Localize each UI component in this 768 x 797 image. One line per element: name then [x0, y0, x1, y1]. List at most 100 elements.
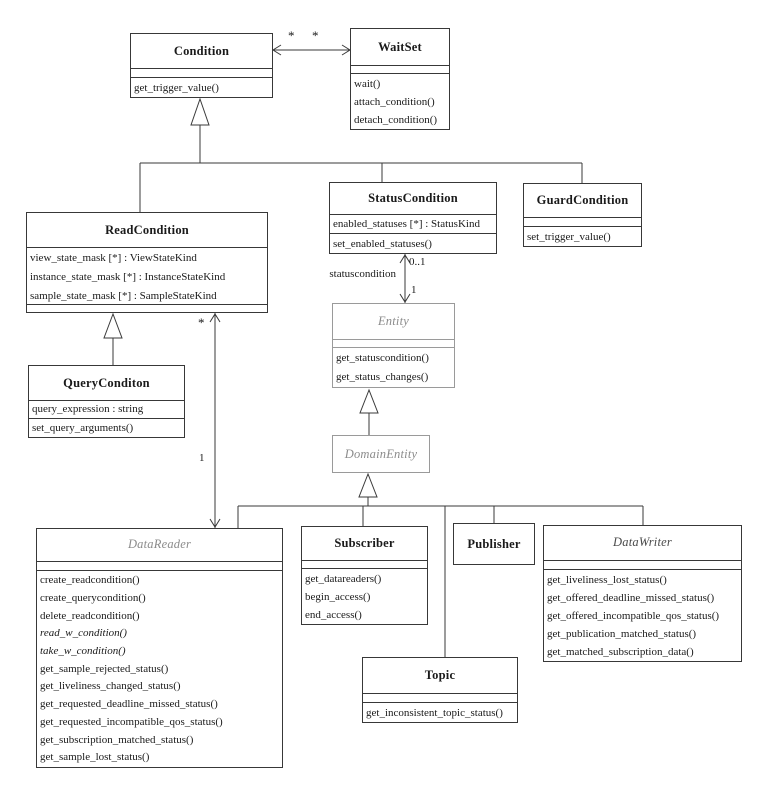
generalization-triangle-readcondition [103, 312, 123, 339]
operation: get_datareaders() [305, 573, 382, 585]
operations-compartment: get_trigger_value() [131, 77, 272, 97]
operation: wait() [354, 78, 381, 90]
class-topic: Topic get_inconsistent_topic_status() [362, 657, 518, 723]
attributes-compartment [333, 339, 454, 347]
class-name: DataWriter [613, 535, 672, 550]
operation: set_trigger_value() [527, 231, 611, 243]
multiplicity-label: 0..1 [409, 256, 426, 268]
operations-compartment: create_readcondition() create_querycondi… [37, 570, 282, 767]
multiplicity-label: 1 [411, 284, 417, 296]
multiplicity-label: * [198, 315, 205, 330]
class-waitset: WaitSet wait() attach_condition() detach… [350, 28, 450, 130]
association-role-label: statuscondition [329, 268, 396, 280]
attribute: sample_state_mask [*] : SampleStateKind [30, 290, 217, 302]
operation: attach_condition() [354, 96, 435, 108]
association-arrowhead-up [209, 313, 221, 323]
class-name: Topic [424, 668, 456, 682]
attributes-compartment: enabled_statuses [*] : StatusKind [330, 214, 496, 233]
operation: get_matched_subscription_data() [547, 646, 694, 658]
attributes-compartment [524, 217, 641, 226]
operation: get_publication_matched_status() [547, 628, 697, 640]
class-datareader: DataReader create_readcondition() create… [36, 528, 283, 768]
attribute: view_state_mask [*] : ViewStateKind [30, 252, 197, 264]
class-name: ReadCondition [105, 222, 189, 237]
domainentity-generalization-bus [237, 497, 644, 657]
attributes-compartment [37, 560, 282, 570]
attributes-compartment [131, 68, 272, 77]
operation: get_statuscondition() [336, 352, 429, 364]
operation: get_sample_lost_status() [40, 751, 150, 764]
operation: get_liveliness_changed_status() [40, 680, 181, 693]
attribute: query_expression : string [32, 403, 144, 415]
class-datawriter: DataWriter get_liveliness_lost_status() … [543, 525, 742, 662]
operations-compartment: set_trigger_value() [524, 226, 641, 246]
class-name: Entity [377, 314, 410, 329]
class-subscriber: Subscriber get_datareaders() begin_acces… [301, 526, 428, 625]
operation: take_w_condition() [40, 645, 126, 658]
class-name: DomainEntity [344, 446, 418, 461]
multiplicity-label: * [288, 28, 295, 43]
class-publisher: Publisher [453, 523, 535, 565]
operation: get_offered_incompatible_qos_status() [547, 610, 720, 622]
operation: set_enabled_statuses() [333, 238, 432, 250]
operation: detach_condition() [354, 114, 438, 126]
operation: get_offered_deadline_missed_status() [547, 592, 715, 604]
class-name: StatusCondition [368, 191, 458, 205]
attribute: instance_state_mask [*] : InstanceStateK… [30, 271, 226, 283]
operation: set_query_arguments() [32, 422, 134, 434]
operations-compartment [27, 304, 267, 312]
operation: read_w_condition() [40, 627, 127, 640]
association-arrowhead-down [209, 518, 221, 528]
attributes-compartment [351, 65, 449, 73]
generalization-triangle-condition [190, 97, 210, 126]
operations-compartment: set_enabled_statuses() [330, 233, 496, 253]
operation: get_liveliness_lost_status() [547, 574, 667, 586]
operations-compartment: get_inconsistent_topic_status() [363, 702, 517, 722]
class-name: QueryConditon [63, 375, 150, 390]
association-arrowhead-left [272, 44, 282, 56]
multiplicity-label: 1 [199, 452, 205, 464]
class-name: GuardCondition [536, 193, 629, 208]
operation: end_access() [305, 609, 362, 621]
class-name: Condition [173, 43, 230, 58]
class-entity: Entity get_statuscondition() get_status_… [332, 303, 455, 388]
attributes-compartment: query_expression : string [29, 400, 184, 418]
operation: get_requested_incompatible_qos_status() [40, 715, 223, 728]
operation: get_subscription_matched_status() [40, 733, 194, 746]
operation: create_readcondition() [40, 574, 140, 587]
operation: create_querycondition() [40, 591, 146, 604]
association-arrowhead-up [399, 254, 411, 264]
operation: get_trigger_value() [134, 82, 219, 94]
operation: get_requested_deadline_missed_status() [40, 698, 218, 711]
attribute: enabled_statuses [*] : StatusKind [333, 218, 480, 230]
operations-compartment: set_query_arguments() [29, 418, 184, 437]
operation: get_status_changes() [336, 371, 429, 383]
operation: get_sample_rejected_status() [40, 662, 169, 675]
operations-compartment: get_liveliness_lost_status() get_offered… [544, 569, 741, 661]
generalization-triangle-entity [359, 388, 379, 414]
operation: begin_access() [305, 591, 371, 603]
class-name: Publisher [467, 536, 521, 551]
class-name: WaitSet [378, 39, 422, 54]
operations-compartment: get_statuscondition() get_status_changes… [333, 347, 454, 387]
condition-generalization-bus [139, 125, 583, 212]
class-statuscondition: StatusCondition enabled_statuses [*] : S… [329, 182, 497, 254]
attributes-compartment [544, 559, 741, 569]
attributes-compartment: view_state_mask [*] : ViewStateKind inst… [27, 247, 267, 304]
class-name: DataReader [127, 537, 192, 552]
class-guardcondition: GuardCondition set_trigger_value() [523, 183, 642, 247]
operation: delete_readcondition() [40, 609, 140, 622]
class-domainentity: DomainEntity [332, 435, 430, 473]
attributes-compartment [302, 559, 427, 568]
operations-compartment: get_datareaders() begin_access() end_acc… [302, 568, 427, 624]
class-querycondition: QueryConditon query_expression : string … [28, 365, 185, 438]
operations-compartment: wait() attach_condition() detach_conditi… [351, 73, 449, 129]
attributes-compartment [363, 693, 517, 702]
multiplicity-label: * [312, 28, 319, 43]
operation: get_inconsistent_topic_status() [366, 707, 503, 719]
association-arrowhead-down [399, 293, 411, 303]
class-condition: Condition get_trigger_value() [130, 33, 273, 98]
generalization-triangle-domainentity [358, 472, 378, 498]
